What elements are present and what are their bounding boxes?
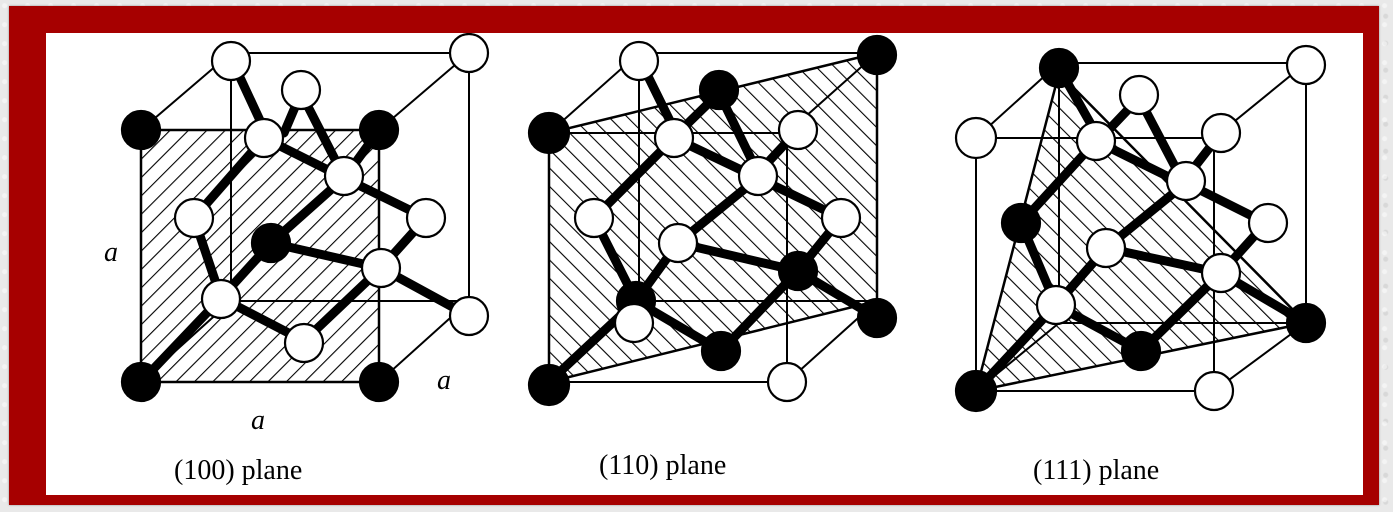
cube-110-atoms [527, 34, 898, 407]
crystal-planes-diagram: a a a (100) plane [104, 33, 1327, 486]
caption-100: (100) plane [174, 455, 302, 486]
figure-frame: a a a (100) plane [9, 6, 1379, 505]
lattice-label-depth: a [437, 365, 451, 396]
cube-111-atoms [954, 44, 1327, 413]
caption-110: (110) plane [599, 450, 726, 481]
cube-100-atoms [120, 33, 490, 403]
cube-100: a a a (100) plane [104, 33, 490, 486]
lattice-label-side: a [104, 237, 118, 268]
cube-110: (110) plane [527, 34, 898, 481]
lattice-label-bottom: a [251, 405, 265, 436]
figure-panel: a a a (100) plane [46, 33, 1363, 495]
cube-111: (111) plane [954, 44, 1327, 486]
caption-111: (111) plane [1033, 455, 1159, 486]
